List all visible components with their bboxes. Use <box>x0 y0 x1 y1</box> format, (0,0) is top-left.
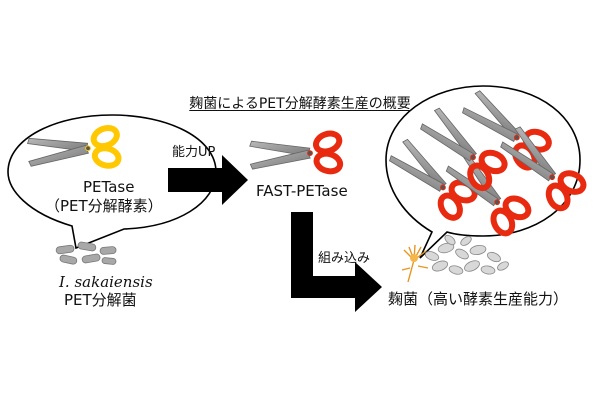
right-speech-bubble <box>385 85 581 259</box>
arrow-up-label: 能力UP <box>172 145 216 160</box>
bacteria-icon <box>55 241 117 265</box>
koji-mould-icon <box>401 244 429 283</box>
diagram-title: 麹菌によるPET分解酵素生産の概要 <box>189 96 411 112</box>
arrow-right-icon <box>168 155 248 205</box>
incorporation-label: 組み込み <box>318 251 371 266</box>
petase-label: PETase <box>83 178 135 196</box>
bacterium-species: I. sakaiensis <box>59 273 153 291</box>
enzyme-particles-icon <box>424 234 509 275</box>
fast-petase-label: FAST-PETase <box>256 182 348 200</box>
arrow-elbow-icon <box>291 212 382 312</box>
fast-petase-scissors-icon <box>249 130 343 177</box>
koji-label: 麹菌（高い酵素生産能力） <box>388 290 569 308</box>
bacterium-description: PET分解菌 <box>64 291 137 309</box>
petase-description: （PET分解酵素） <box>45 197 163 215</box>
